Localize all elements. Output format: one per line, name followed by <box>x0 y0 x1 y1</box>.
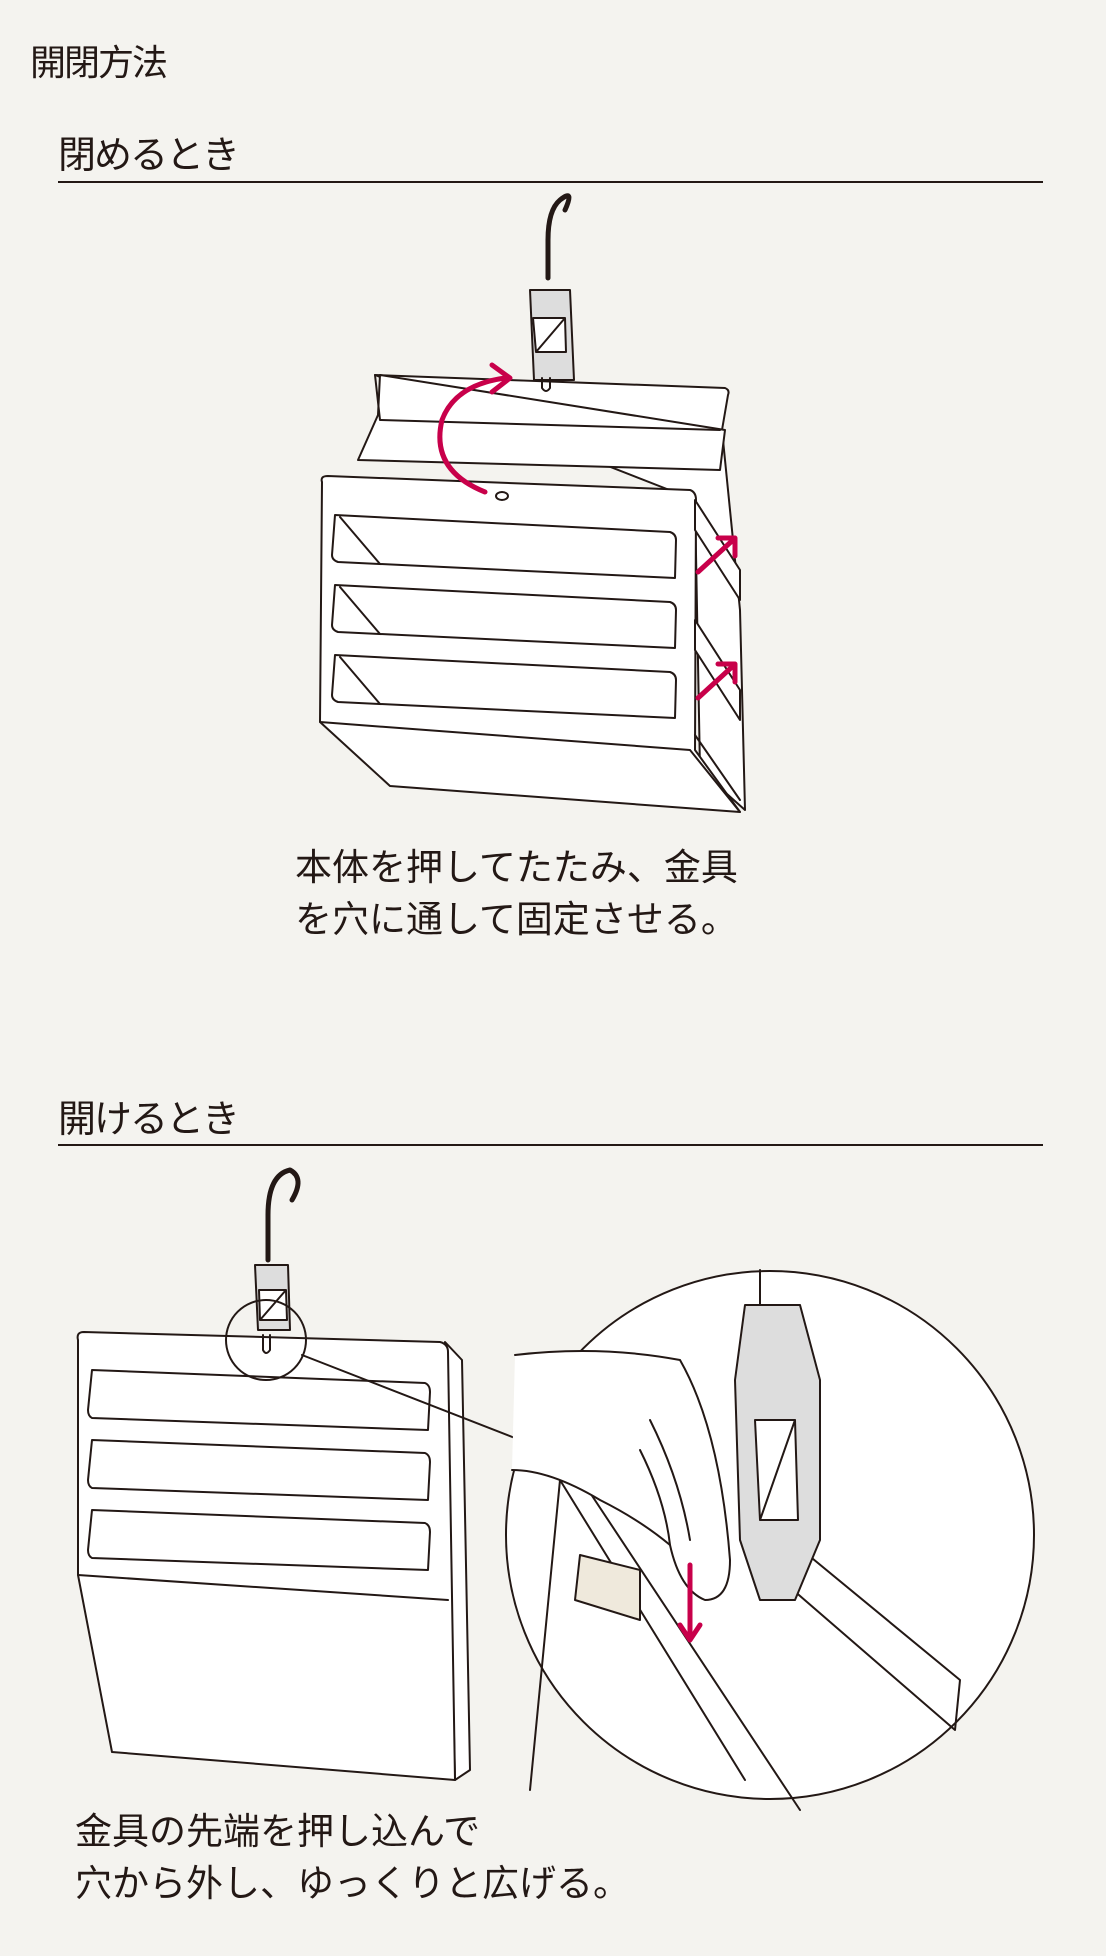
folded-organizer-illustration <box>319 193 746 813</box>
opened-organizer-illustration <box>76 1167 1035 1811</box>
open-instruction-line: 金具の先端を押し込んで <box>75 1810 481 1853</box>
section-heading-close: 閉めるとき <box>58 133 240 177</box>
open-instruction-line: 穴から外し、ゆっくりと広げる。 <box>75 1862 630 1905</box>
open-instruction: 金具の先端を押し込んで 穴から外し、ゆっくりと広げる。 <box>75 1806 630 1910</box>
page-title: 開閉方法 <box>30 43 168 84</box>
section-heading-open: 開けるとき <box>58 1097 240 1141</box>
fold-arrow-icon <box>437 362 738 701</box>
close-instruction: 本体を押してたたみ、金具 を穴に通して固定させる。 <box>295 842 738 946</box>
push-arrow-icon <box>677 1562 703 1643</box>
magnified-detail <box>505 1269 1035 1811</box>
close-instruction-line: 本体を押してたたみ、金具 <box>295 846 738 889</box>
section-divider <box>58 181 1043 183</box>
close-instruction-line: を穴に通して固定させる。 <box>295 898 738 941</box>
section-divider <box>58 1144 1043 1146</box>
